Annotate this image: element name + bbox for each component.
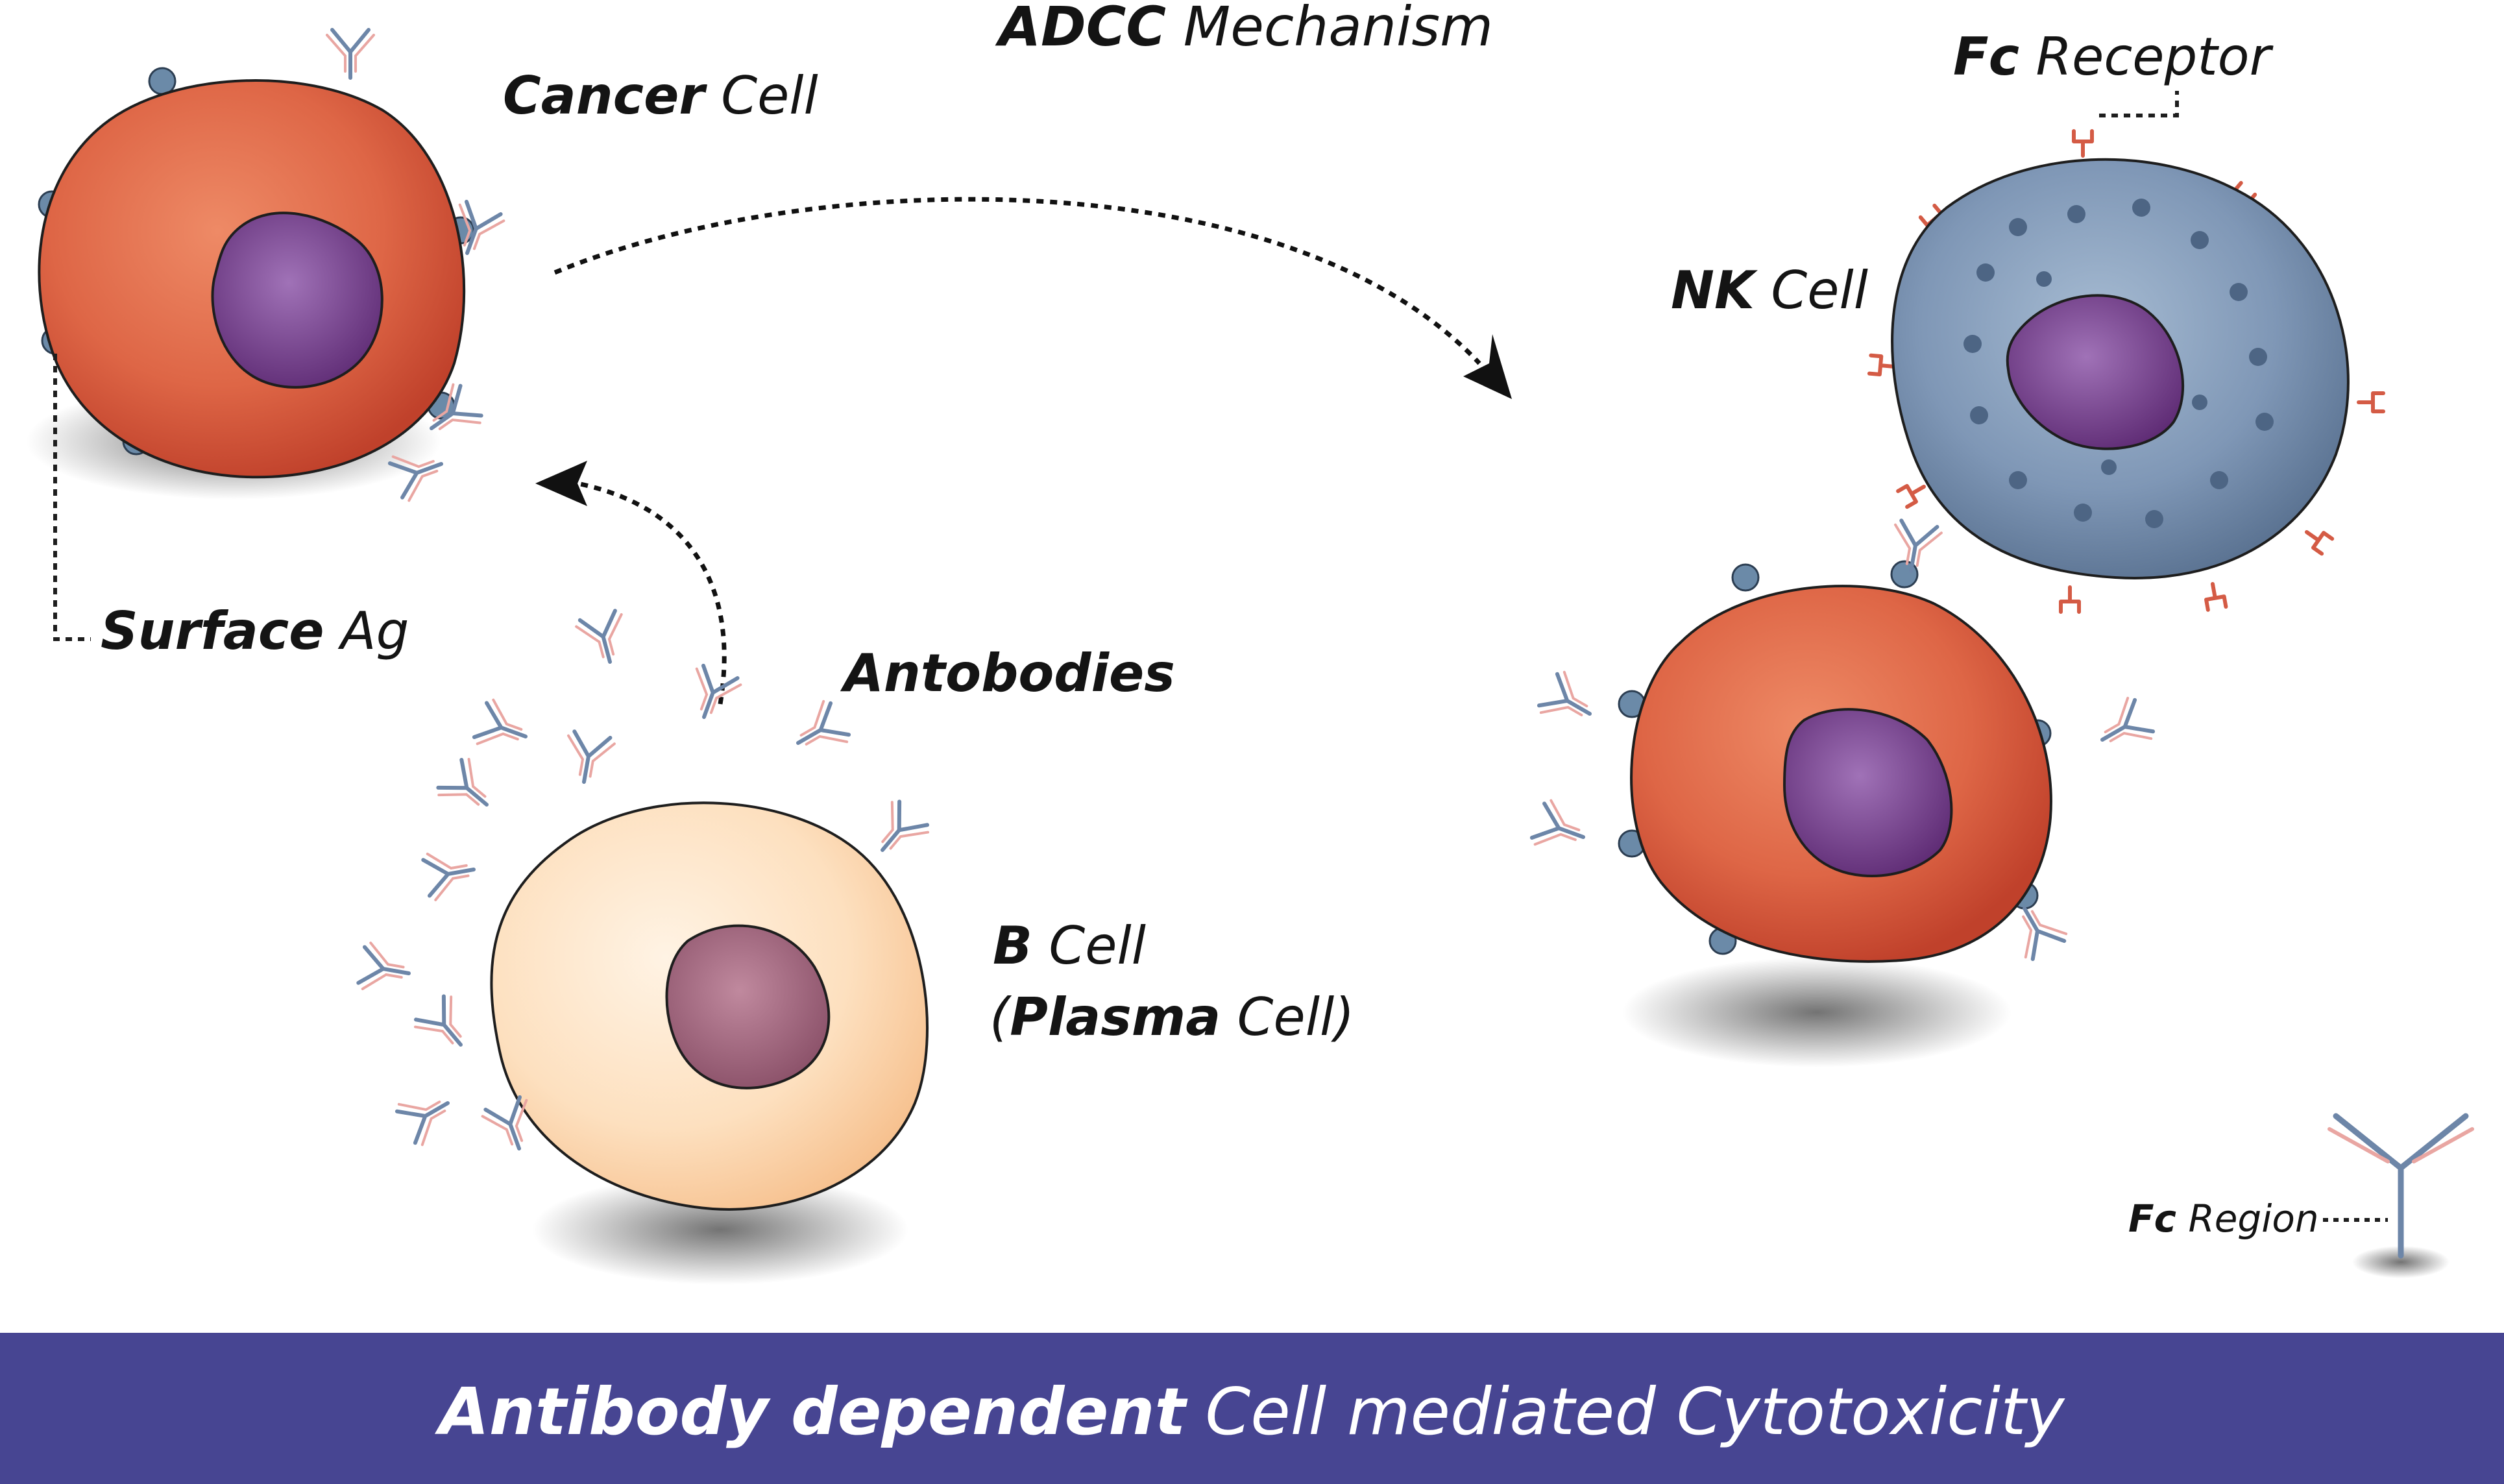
cancer-cell-nucleus — [211, 212, 383, 389]
nk-cell-label: NK Cell — [1671, 260, 1868, 321]
b-cell-nucleus — [665, 924, 831, 1089]
cell-shadow — [1622, 957, 2012, 1067]
arrow-head-to-cancer — [535, 461, 587, 506]
antibodies-label: Antobodies — [840, 643, 1175, 703]
nk-cell-nucleus — [2006, 294, 2185, 450]
cancer-cell-nucleus — [1782, 708, 1953, 877]
surface-ag-label: Surface Ag — [101, 601, 409, 661]
nk-cell-granules — [1963, 199, 2274, 528]
arrow-to-cancer-cell — [577, 481, 727, 705]
b-cell-label: B Cell — [993, 916, 1146, 976]
cancer-cell-right — [1530, 520, 2156, 1067]
fc-region-label: Fc Region — [2128, 1197, 2319, 1241]
cell-shadow — [532, 1174, 908, 1285]
page-title: ADCC Mechanism — [995, 0, 1493, 58]
fc-receptor-leader — [2099, 91, 2179, 117]
arrow-to-nk-cell — [553, 197, 1481, 365]
nk-cell — [1869, 131, 2383, 612]
fc-receptor-label: Fc Receptor — [1953, 27, 2274, 87]
b-cell — [490, 801, 929, 1285]
plasma-cell-label: (Plasma Cell) — [990, 987, 1354, 1047]
arrow-head-to-nk — [1463, 334, 1512, 399]
cancer-cell-label: Cancer Cell — [503, 66, 818, 126]
surface-ag-leader — [53, 354, 91, 641]
legend-antibody-icon — [2333, 1113, 2469, 1259]
bottom-banner — [0, 1333, 2504, 1484]
legend-shadow — [2352, 1246, 2449, 1278]
fc-region-legend: Fc Region — [2128, 1113, 2474, 1278]
cancer-cell-left — [26, 30, 505, 502]
